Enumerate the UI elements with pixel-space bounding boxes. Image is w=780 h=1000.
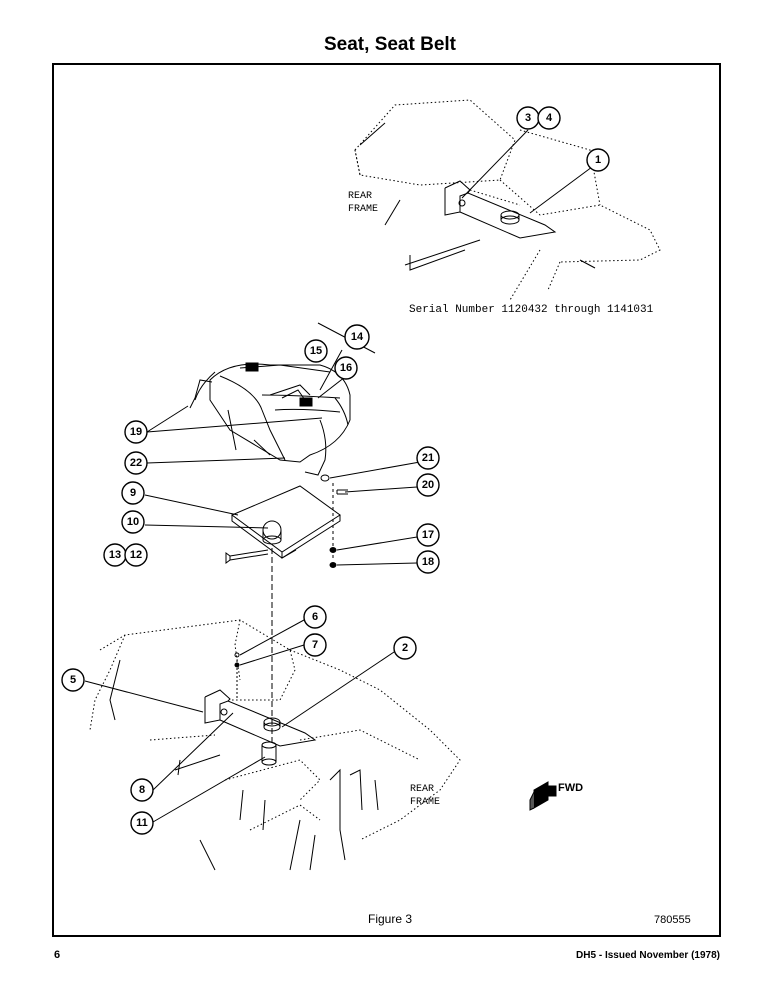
- callout-18: 18: [416, 550, 440, 574]
- callout-20: 20: [416, 473, 440, 497]
- svg-text:3: 3: [525, 112, 531, 124]
- svg-text:12: 12: [130, 549, 142, 561]
- leader-lines: [84, 129, 597, 823]
- serial-number-note: Serial Number 1120432 through 1141031: [409, 304, 654, 316]
- issue-note: DH5 - Issued November (1978): [576, 950, 720, 961]
- svg-text:19: 19: [130, 426, 142, 438]
- bottom-rear-frame-label-line2: FRAME: [410, 797, 440, 808]
- svg-text:16: 16: [340, 362, 352, 374]
- callout-21: 21: [416, 446, 440, 470]
- svg-text:2: 2: [402, 642, 408, 654]
- top-rear-frame-outline: [354, 99, 661, 301]
- bolt-washer-group: [225, 474, 348, 568]
- callout-12: 12: [124, 543, 148, 567]
- svg-text:21: 21: [422, 452, 434, 464]
- svg-text:14: 14: [351, 331, 364, 343]
- top-seat-bracket: [444, 180, 557, 239]
- callout-16: 16: [334, 356, 358, 380]
- svg-text:18: 18: [422, 556, 434, 568]
- svg-text:11: 11: [136, 817, 148, 829]
- fwd-label: FWD: [558, 782, 583, 794]
- callout-11: 11: [130, 811, 154, 835]
- callout-4: 4: [537, 106, 561, 130]
- callout-7: 7: [303, 633, 327, 657]
- bottom-rear-frame-outline: [89, 619, 461, 841]
- callout-2: 2: [393, 636, 417, 660]
- figure-frame: [52, 63, 721, 937]
- callouts: 3 4 1 14 15 16 19 22 21 20 9 10 17 13 12…: [61, 106, 610, 835]
- svg-text:5: 5: [70, 674, 76, 686]
- seat-assembly: [189, 362, 351, 476]
- svg-text:20: 20: [422, 479, 434, 491]
- callout-14: 14: [344, 324, 370, 350]
- fwd-arrow-icon: [529, 781, 557, 811]
- bottom-rear-frame-label-line1: REAR: [410, 784, 434, 795]
- svg-text:15: 15: [310, 345, 322, 357]
- svg-text:4: 4: [546, 112, 553, 124]
- seat-mounting-plate: [231, 485, 341, 559]
- svg-text:1: 1: [595, 154, 601, 166]
- svg-text:7: 7: [312, 639, 318, 651]
- callout-6: 6: [303, 605, 327, 629]
- callout-1: 1: [586, 148, 610, 172]
- top-rear-frame-label-line1: REAR: [348, 191, 372, 202]
- top-rear-frame-label-line2: FRAME: [348, 204, 378, 215]
- svg-text:10: 10: [127, 516, 139, 528]
- callout-17: 17: [416, 523, 440, 547]
- svg-text:6: 6: [312, 611, 318, 623]
- callout-19: 19: [124, 420, 148, 444]
- callout-9: 9: [121, 481, 145, 505]
- svg-text:17: 17: [422, 529, 434, 541]
- bottom-seat-bracket: [204, 652, 317, 766]
- svg-text:9: 9: [130, 487, 136, 499]
- callout-3: 3: [516, 106, 540, 130]
- callout-13: 13: [103, 543, 127, 567]
- callout-22: 22: [124, 451, 148, 475]
- page-number: 6: [54, 949, 61, 961]
- callout-5: 5: [61, 668, 85, 692]
- page-title: Seat, Seat Belt: [324, 34, 456, 55]
- bottom-rear-frame-solid: [109, 659, 379, 871]
- callout-8: 8: [130, 778, 154, 802]
- svg-text:13: 13: [109, 549, 121, 561]
- callout-15: 15: [304, 339, 328, 363]
- figure-code: 780555: [654, 914, 691, 926]
- svg-text:22: 22: [130, 457, 142, 469]
- svg-text:8: 8: [139, 784, 145, 796]
- figure-caption: Figure 3: [367, 912, 413, 926]
- top-rear-frame-solid: [359, 122, 596, 271]
- callout-10: 10: [121, 510, 145, 534]
